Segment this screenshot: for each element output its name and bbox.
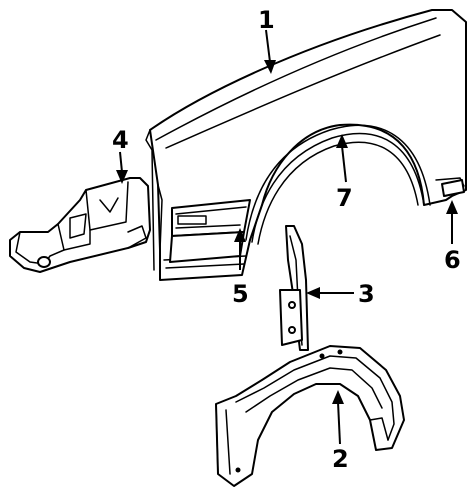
leader-6 [446,200,458,244]
leader-4 [116,151,128,184]
callout-6: 6 [444,246,461,274]
leader-3 [306,287,354,299]
callout-2: 2 [332,445,349,473]
leader-7 [336,134,348,183]
callout-7: 7 [336,184,353,212]
fender-molding [169,199,251,263]
callout-1: 1 [258,6,275,34]
leader-1 [264,29,276,74]
leader-5 [234,228,246,270]
wheel-opening-molding [245,124,431,245]
filler-panel [279,225,309,351]
wheelhouse-liner [215,345,405,487]
side-marker-lamp [441,179,465,197]
callout-5: 5 [232,280,249,308]
splash-shield [9,177,151,273]
callout-3: 3 [358,280,375,308]
leader-2 [332,390,344,445]
callout-4: 4 [112,126,129,154]
